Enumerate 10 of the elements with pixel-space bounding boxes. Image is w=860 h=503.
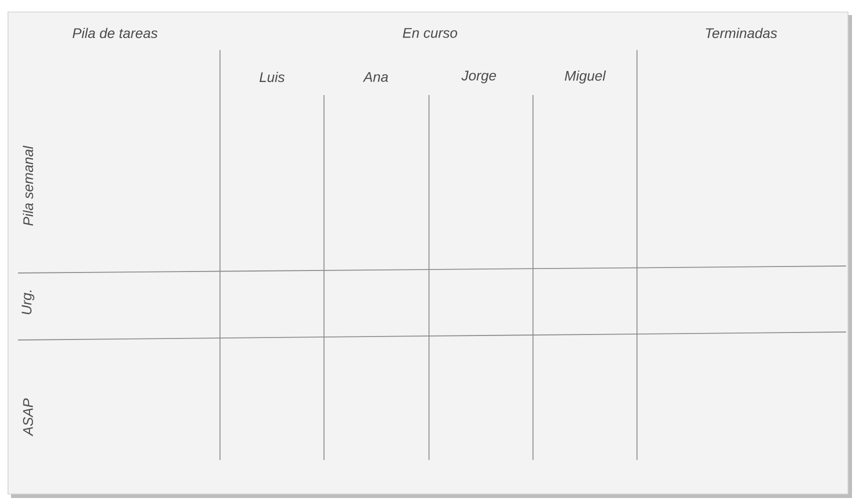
column-header: Jorge xyxy=(461,70,496,84)
column-header: Luis xyxy=(260,72,285,82)
column-header: En curso xyxy=(402,28,458,38)
column-header: Terminadas xyxy=(706,28,778,38)
row-header: ASAP xyxy=(23,398,33,436)
row-header: Pila semanal xyxy=(22,146,34,226)
column-header: Pila de tareas xyxy=(72,28,158,38)
column-header: Ana xyxy=(362,72,388,82)
row-header: Urg. xyxy=(22,290,34,314)
column-header: Miguel xyxy=(564,70,606,84)
